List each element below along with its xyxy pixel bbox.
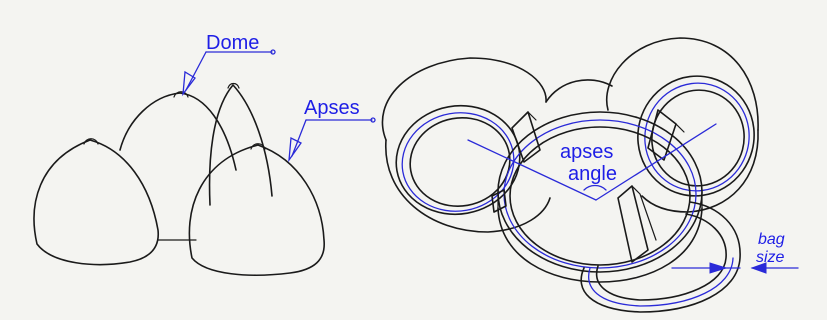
apses-underline-end [370,117,376,123]
dome-arrowhead [182,70,196,97]
left-apse-bowl [381,57,551,233]
apses-angle-label-line1: apses [560,141,613,163]
isometric-view: apses angle bag size [381,37,799,313]
ring-openings [491,109,685,263]
dome-underline-end [270,49,276,55]
left-apse-outline [33,139,159,266]
dome-annotation: Dome [182,32,276,97]
apses-label: Apses [304,97,360,119]
central-dome-outline [119,92,237,171]
back-apse-outline [208,84,273,206]
apses-arrowhead [288,136,302,163]
apses-angle-lines [467,123,717,201]
back-connector-arc [545,79,613,103]
dome-leader [185,51,207,91]
left-apse-oculus [83,138,99,145]
central-dome-ring [497,111,703,283]
apses-leader [291,119,307,157]
apses-annotation: Apses [288,97,376,163]
size-label: size [756,249,785,266]
front-apse-outline [188,144,325,276]
apses-angle-label-line2: angle [568,163,617,185]
front-bag-apse [580,201,741,313]
central-dome-oculus [173,91,189,98]
right-apse-bowl [605,37,759,213]
back-apse-oculus [227,82,240,89]
bag-size-dimension: bag size [671,231,799,274]
dome-label: Dome [206,32,259,54]
bag-label: bag [758,231,785,248]
elevation-view [33,82,325,276]
front-apse-oculus [250,143,266,150]
